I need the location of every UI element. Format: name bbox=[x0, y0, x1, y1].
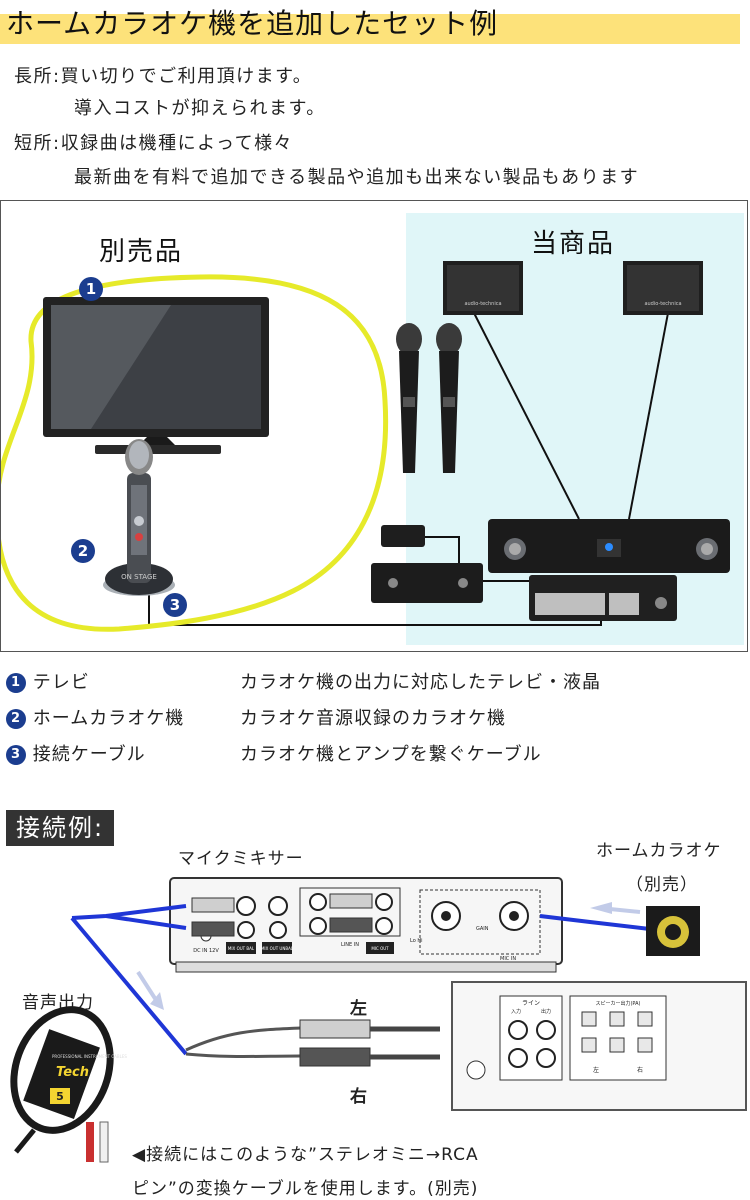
receiver-cable bbox=[416, 536, 460, 563]
mixer-label: マイクミキサー bbox=[178, 849, 304, 869]
legend-desc-2: カラオケ音源収録のカラオケ機 bbox=[240, 708, 506, 729]
legend-desc-1: カラオケ機の出力に対応したテレビ・液晶 bbox=[240, 672, 601, 693]
note-line-1: ◀接続にはこのような”ステレオミニ→RCA bbox=[132, 1145, 479, 1165]
amplifier-back-panel: ライン 入力 出力 スピーカー出力(PA) 左 右 bbox=[451, 981, 747, 1111]
cable-text: PROFESSIONAL INSTRUMENT CABLES bbox=[52, 1054, 127, 1059]
pros-line-1: 長所:買い切りでご利用頂けます。 bbox=[14, 62, 312, 88]
legend-marker-2: 2 bbox=[6, 709, 26, 729]
wireless-mic-left-icon bbox=[396, 323, 422, 473]
rca-cable bbox=[185, 1019, 440, 1067]
marker-3: 3 bbox=[163, 593, 187, 617]
legend-desc-3: カラオケ機とアンプを繋ぐケーブル bbox=[240, 744, 542, 765]
legend-row-3: 3 接続ケーブル bbox=[6, 740, 146, 766]
legend-row-2: 2 ホームカラオケ機 bbox=[6, 704, 184, 730]
speaker-cable-right bbox=[628, 312, 669, 520]
panel-mix-out-bal: MIX OUT BAL bbox=[228, 946, 255, 951]
title-highlight bbox=[0, 14, 740, 44]
panel-mic-out: MIC OUT bbox=[371, 946, 389, 951]
marker-2: 2 bbox=[71, 539, 95, 563]
blue-cable-karaoke bbox=[539, 914, 659, 932]
legend-row-1: 1 テレビ bbox=[6, 668, 90, 694]
page-title-bar: ホームカラオケ機を追加したセット例 bbox=[0, 0, 740, 44]
amp-l-label: 左 bbox=[593, 1066, 599, 1074]
legend-name-3: 接続ケーブル bbox=[32, 744, 146, 765]
speaker-left-brand: audio-technica bbox=[464, 301, 501, 307]
blue-cable-top bbox=[71, 904, 187, 920]
amp-line-label: ライン bbox=[522, 1000, 540, 1007]
panel-dc-label: DC IN 12V bbox=[193, 948, 219, 954]
blue-cable-out bbox=[70, 916, 188, 1056]
legend-marker-1: 1 bbox=[6, 673, 26, 693]
cons-text-2: 最新曲を有料で追加できる製品や追加も出来ない製品もあります bbox=[74, 167, 640, 188]
amp-speaker-label: スピーカー出力(PA) bbox=[595, 1000, 640, 1007]
amplifier-icon bbox=[488, 519, 730, 573]
speaker-right-brand: audio-technica bbox=[644, 301, 681, 307]
tv-icon bbox=[43, 297, 269, 454]
amp-r-label: 右 bbox=[637, 1066, 643, 1074]
cons-line-1: 短所:収録曲は機種によって様々 bbox=[14, 129, 293, 155]
cons-label: 短所: bbox=[14, 133, 61, 154]
pros-label: 長所: bbox=[14, 66, 61, 87]
panel-line-in: LINE IN bbox=[341, 942, 359, 948]
legend-marker-3: 3 bbox=[6, 745, 26, 765]
legend-name-2: ホームカラオケ機 bbox=[32, 708, 185, 729]
wireless-mic-right-icon bbox=[436, 323, 462, 473]
mic-mixer-icon bbox=[529, 575, 677, 621]
speaker-left-icon: audio-technica bbox=[443, 261, 523, 315]
amp-out-label: 出力 bbox=[541, 1008, 551, 1015]
sold-separately-label: 別売品 bbox=[99, 237, 184, 267]
this-product-label: 当商品 bbox=[531, 229, 616, 259]
panel-gain: GAIN bbox=[476, 926, 489, 932]
speaker-cable-left bbox=[473, 312, 580, 520]
panel-lo-hi: Lo Hi bbox=[410, 938, 423, 944]
note-line-2: ピン”の変換ケーブルを使用します。(別売) bbox=[132, 1179, 479, 1199]
amp-in-label: 入力 bbox=[511, 1008, 521, 1015]
page-title: ホームカラオケ機を追加したセット例 bbox=[6, 7, 499, 40]
right-channel-label: 右 bbox=[350, 1087, 368, 1107]
setup-diagram-art: ON STAGE audio-technica audio-technica bbox=[1, 261, 730, 632]
mic-brand-label: ON STAGE bbox=[121, 573, 157, 581]
output-arrow bbox=[136, 970, 158, 1002]
marker-1: 1 bbox=[79, 277, 103, 301]
panel-mic-in: MIC IN bbox=[500, 956, 516, 962]
pros-text-1: 買い切りでご利用頂けます。 bbox=[60, 66, 313, 87]
receiver-box-icon bbox=[381, 525, 425, 547]
cons-text-1: 収録曲は機種によって様々 bbox=[60, 133, 294, 154]
karaoke-machine-icon: ON STAGE bbox=[103, 439, 175, 596]
legend-name-1: テレビ bbox=[32, 672, 90, 693]
speaker-right-icon: audio-technica bbox=[623, 261, 703, 315]
stereo-mini-rca-cable-icon: PROFESSIONAL INSTRUMENT CABLES Tech 5 bbox=[10, 1006, 127, 1163]
connection-diagram-art: DC IN 12V MIX OUT BAL MIX OUT UNBAL LINE… bbox=[10, 877, 747, 1163]
left-channel-label: 左 bbox=[350, 999, 368, 1019]
karaoke-label-2: （別売） bbox=[626, 875, 698, 895]
cable-brand: Tech bbox=[56, 1065, 89, 1080]
karaoke-jack-icon bbox=[646, 906, 700, 956]
sold-separately-outline bbox=[1, 274, 389, 632]
cable-size: 5 bbox=[56, 1090, 64, 1103]
pros-text-2: 導入コストが抑えられます。 bbox=[74, 98, 326, 119]
karaoke-label-1: ホームカラオケ bbox=[596, 841, 722, 861]
setup-diagram: 別売品 当商品 ON STAGE bbox=[0, 200, 748, 652]
panel-mix-out-unbal: MIX OUT UNBAL bbox=[261, 946, 294, 951]
mini-mixer-icon bbox=[371, 563, 483, 603]
connection-example-label: 接続例: bbox=[6, 810, 115, 846]
mixer-back-panel: DC IN 12V MIX OUT BAL MIX OUT UNBAL LINE… bbox=[169, 877, 563, 973]
